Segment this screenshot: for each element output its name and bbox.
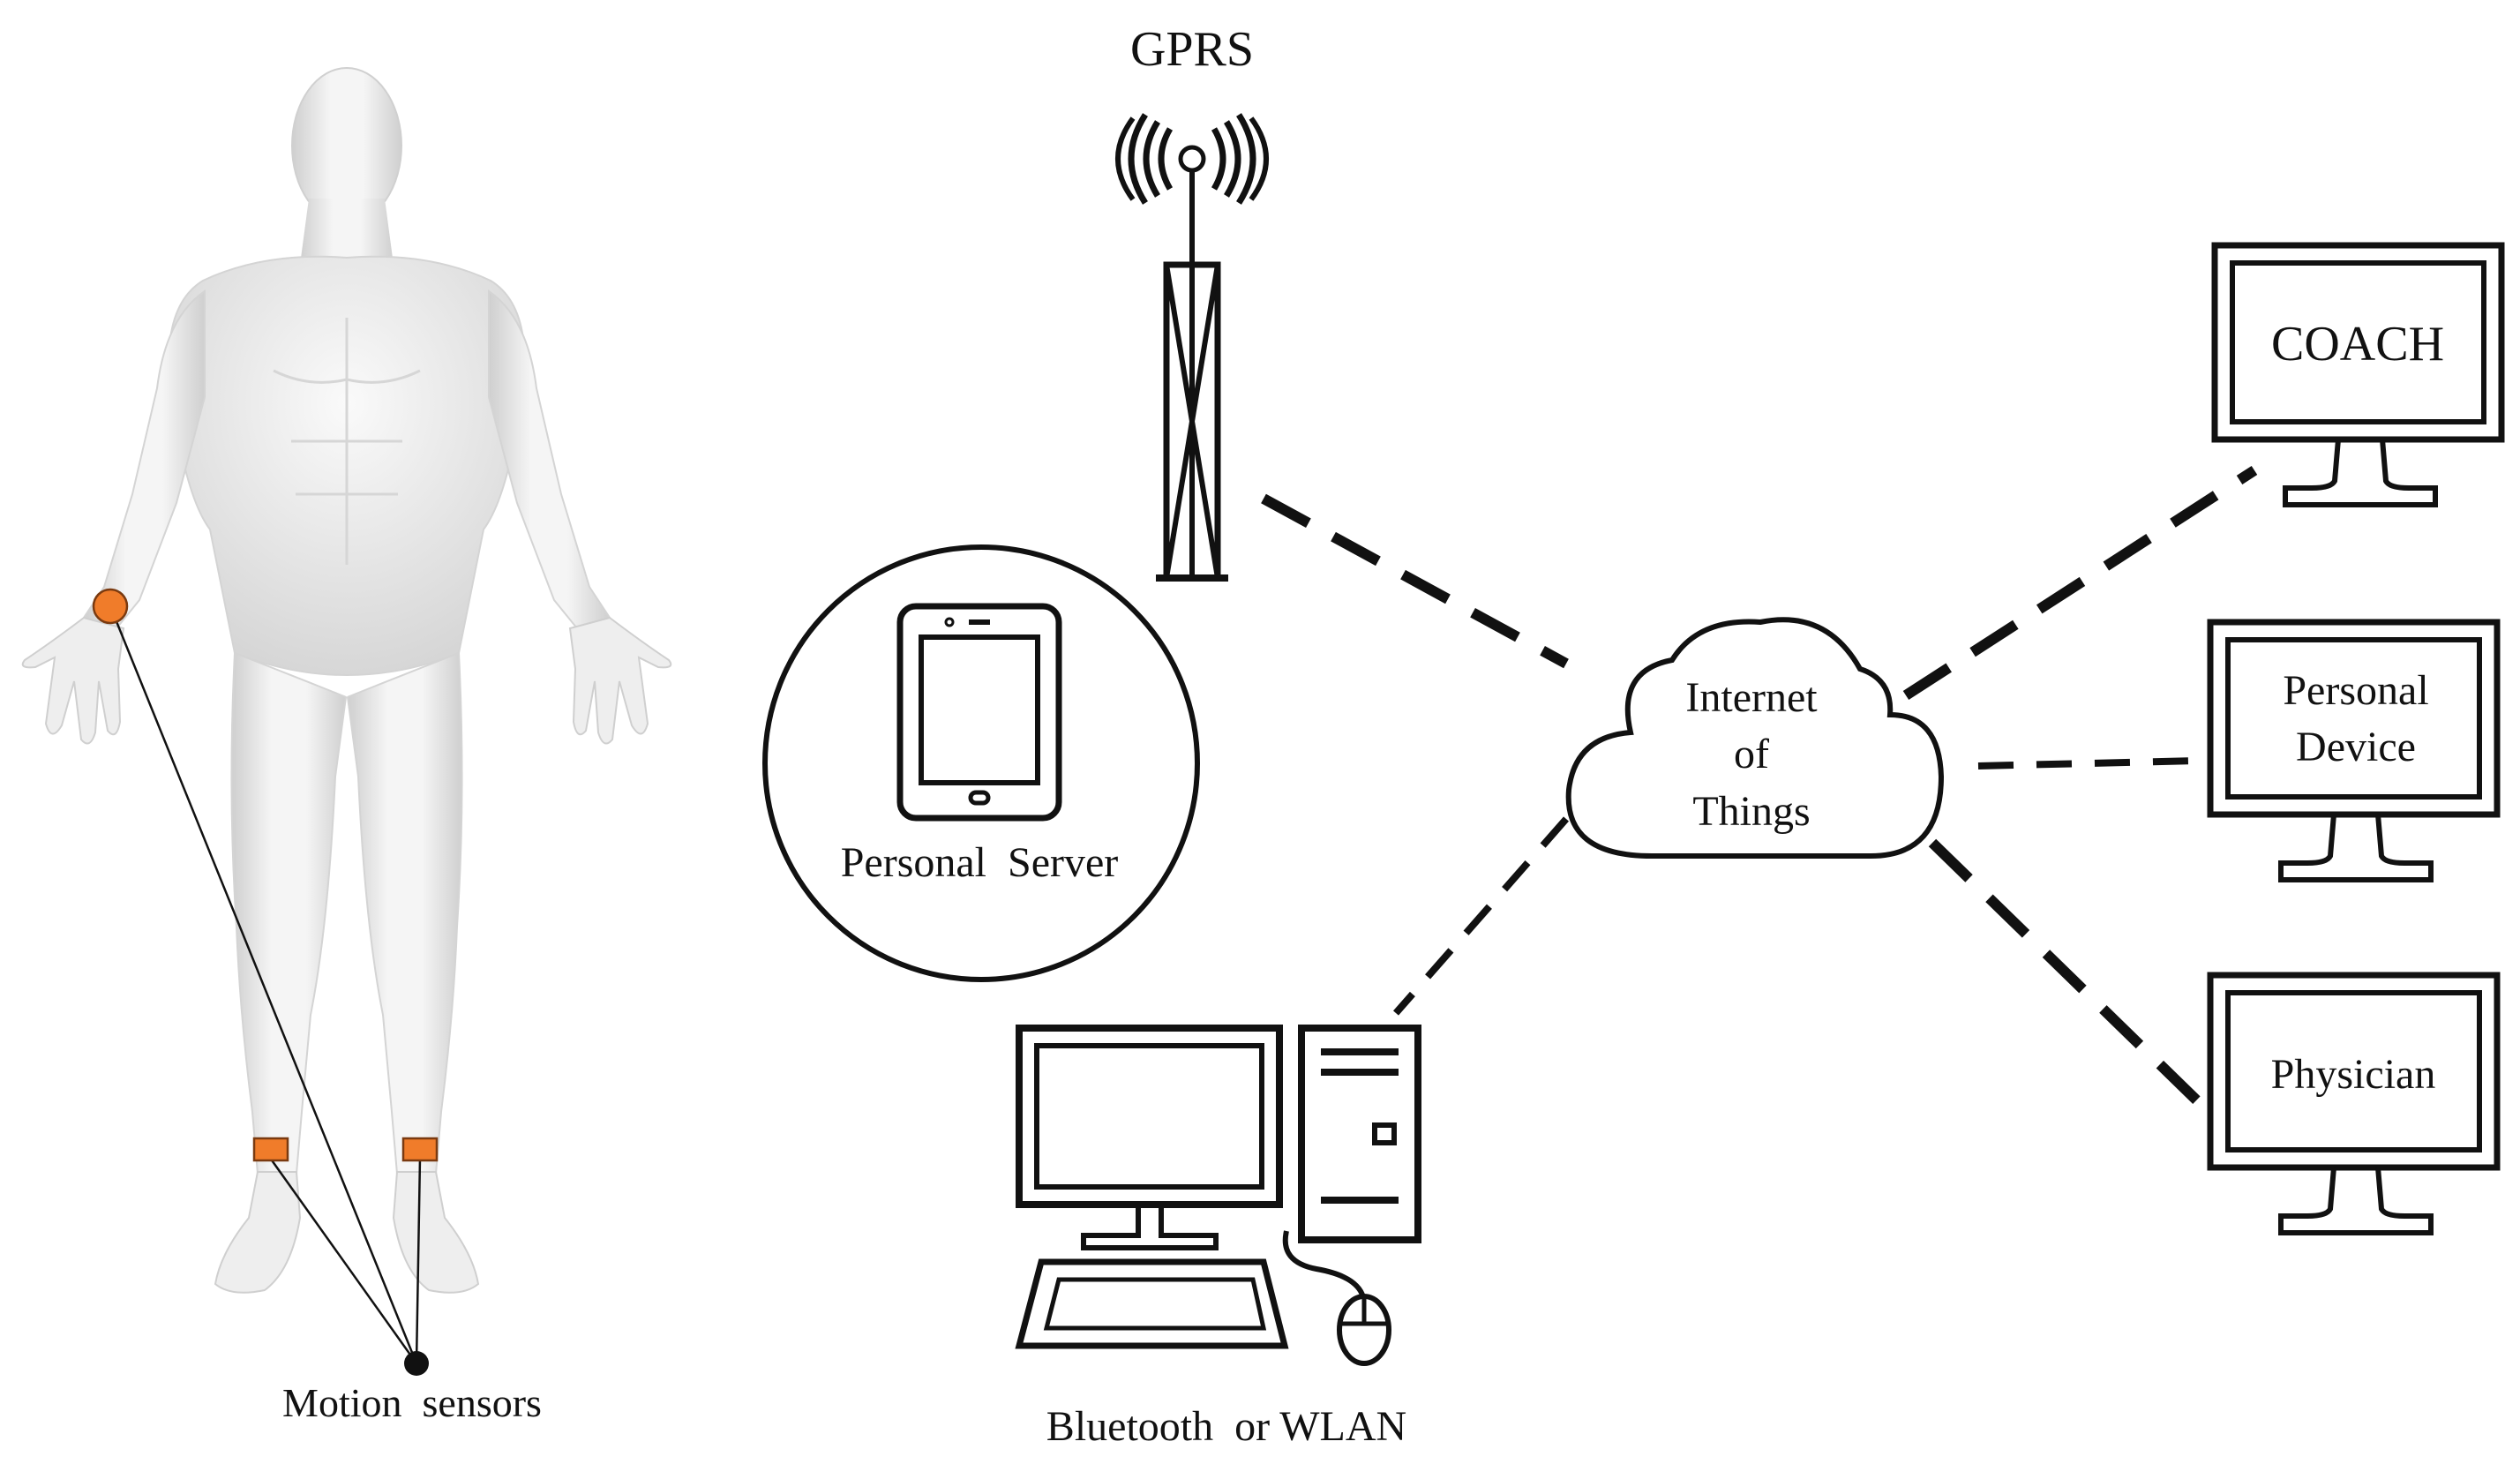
coach-label: COACH — [2271, 317, 2444, 372]
bluetooth-wlan-label: Bluetooth or WLAN — [1046, 1403, 1406, 1450]
left-foot — [214, 1171, 302, 1294]
right-arm — [488, 289, 611, 630]
right-foot — [392, 1171, 480, 1294]
personal-server-circle — [762, 544, 1200, 982]
physician-label: Physician — [2271, 1051, 2436, 1098]
motion-sensors-label: Motion sensors — [282, 1380, 542, 1425]
link-cloud-coach — [1902, 465, 2258, 701]
wrist-sensor — [92, 588, 129, 625]
link-cloud-physician — [1928, 838, 2210, 1114]
right-leg — [346, 651, 463, 1175]
sensor-line-wrist — [109, 605, 418, 1364]
tablet-icon — [896, 603, 1062, 822]
left-arm — [82, 289, 206, 630]
personal-server: Personal Server — [762, 544, 1200, 982]
human-body-figure — [21, 67, 672, 1294]
sensor-line-left-ankle — [268, 1157, 418, 1364]
right-hand — [568, 616, 672, 745]
iot-label-line1: Internet — [1685, 674, 1818, 721]
iot-label-line3: Things — [1692, 788, 1810, 835]
connection-lines — [1261, 465, 2258, 1114]
personal-device-monitor: Personal Device — [2207, 619, 2501, 882]
torso-detail — [273, 318, 421, 565]
sensor-hub-dot — [404, 1351, 429, 1376]
monitor-icon — [2211, 242, 2505, 507]
connection-lines-thin — [1392, 757, 2200, 1016]
link-cloud-desktop — [1392, 816, 1570, 1016]
left-ankle-sensor — [252, 1137, 289, 1162]
physician-monitor: Physician — [2207, 972, 2501, 1235]
link-tower-cloud — [1261, 493, 1569, 669]
sensor-lines — [109, 605, 422, 1364]
personal-server-label: Personal Server — [841, 839, 1119, 886]
link-cloud-personal-device — [1977, 757, 2200, 770]
sensor-line-right-ankle — [415, 1157, 422, 1364]
cloud-icon: Internet of Things — [1565, 617, 1945, 859]
cell-tower-icon — [1115, 113, 1269, 582]
coach-monitor: COACH — [2211, 242, 2505, 507]
desktop-computer-icon — [1015, 1025, 1421, 1366]
right-ankle-sensor — [401, 1137, 439, 1162]
personal-device-label-line2: Device — [2296, 724, 2416, 770]
iot-label-line2: of — [1734, 731, 1769, 777]
personal-device-label-line1: Personal — [2283, 667, 2428, 714]
monitor-icon — [2207, 619, 2501, 882]
iot-cloud-shape — [1565, 617, 1945, 859]
monitor-icon — [2207, 972, 2501, 1235]
left-hand — [21, 616, 125, 745]
neck — [300, 199, 394, 265]
gprs-label: GPRS — [1130, 22, 1254, 77]
left-leg — [230, 651, 348, 1175]
